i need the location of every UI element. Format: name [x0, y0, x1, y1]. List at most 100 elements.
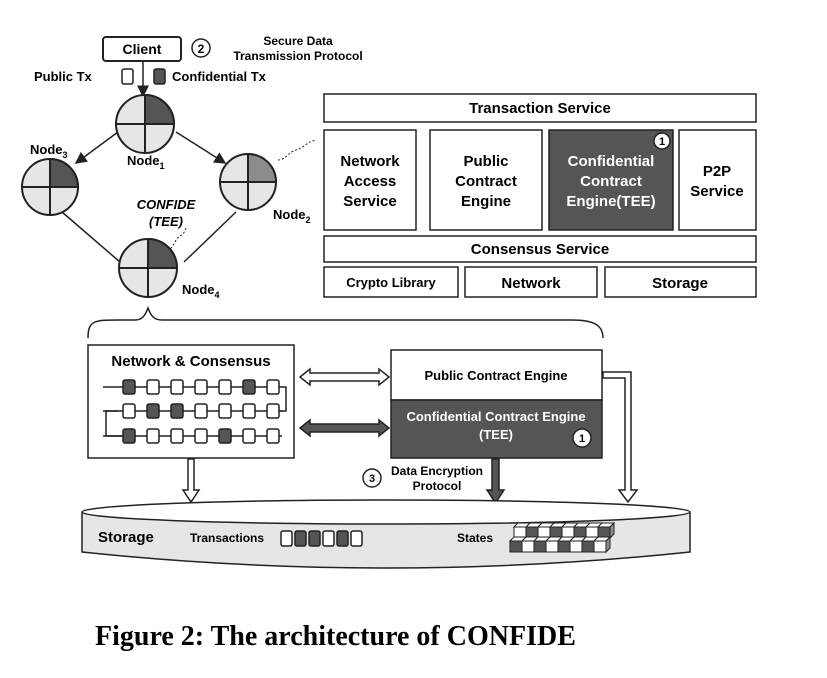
detail-public-engine-box: Public Contract Engine — [390, 349, 603, 401]
node4-label: Node4 — [182, 282, 220, 300]
node2-icon — [219, 152, 278, 211]
state-cube — [593, 540, 607, 553]
marker-two: 2 — [191, 38, 211, 58]
svg-text:Engine: Engine — [461, 193, 511, 210]
chain-block — [242, 379, 256, 395]
figure-caption: Figure 2: The architecture of CONFIDE — [95, 621, 576, 652]
protocol-label-line1: Secure Data — [263, 34, 333, 48]
svg-text:Public Contract Engine: Public Contract Engine — [424, 368, 567, 383]
node2-label: Node2 — [273, 207, 311, 225]
transaction-block — [294, 530, 307, 547]
svg-text:Consensus Service: Consensus Service — [471, 241, 609, 258]
client-box: Client — [102, 36, 182, 62]
svg-text:Contract: Contract — [455, 173, 517, 190]
crypto-library-box: Crypto Library — [323, 266, 459, 298]
svg-text:Service: Service — [690, 183, 743, 200]
transactions-label: Transactions — [190, 531, 264, 545]
node3-icon — [21, 157, 80, 216]
state-cube — [597, 526, 611, 539]
chain-block — [242, 403, 256, 419]
network-box: Network — [464, 266, 598, 298]
marker-one-top: 1 — [653, 132, 671, 150]
svg-text:Service: Service — [343, 193, 396, 210]
chain-block — [218, 403, 232, 419]
state-cube — [545, 540, 559, 553]
public-tx-icon — [121, 68, 134, 85]
chain-block — [266, 379, 280, 395]
svg-text:3: 3 — [369, 473, 375, 485]
svg-text:1: 1 — [659, 136, 665, 148]
chain-block — [146, 379, 160, 395]
client-label: Client — [123, 41, 162, 57]
detail-confidential-engine-box: Confidential Contract Engine (TEE) 1 — [390, 399, 603, 459]
svg-text:Transaction Service: Transaction Service — [469, 100, 611, 117]
svg-text:Confidential: Confidential — [568, 153, 655, 170]
transaction-block — [280, 530, 293, 547]
state-cube — [549, 526, 563, 539]
state-cube — [569, 540, 583, 553]
storage-cylinder: Storage Transactions States — [81, 499, 691, 569]
storage-box: Storage — [604, 266, 757, 298]
node3-label: Node3 — [30, 142, 68, 160]
svg-text:Network: Network — [501, 275, 561, 292]
tee-note-pointer — [169, 227, 187, 251]
svg-text:Storage: Storage — [652, 275, 708, 292]
consensus-service-box: Consensus Service — [323, 235, 757, 263]
chain-block — [122, 379, 136, 395]
data-encryption-line1: Data Encryption — [391, 464, 483, 478]
state-cubes — [508, 521, 616, 554]
tee-note-line2: (TEE) — [149, 214, 183, 229]
public-tx-label: Public Tx — [34, 69, 93, 84]
confidential-engine-link-arrow — [298, 418, 391, 438]
svg-text:Engine(TEE): Engine(TEE) — [566, 193, 655, 210]
state-cube — [573, 526, 587, 539]
chain-block — [194, 428, 208, 444]
confidential-contract-engine-box: Confidential Contract Engine(TEE) 1 — [548, 129, 674, 231]
tee-note-line1: CONFIDE — [137, 197, 196, 212]
svg-text:(TEE): (TEE) — [479, 427, 513, 442]
transaction-block — [308, 530, 321, 547]
chain-block — [170, 403, 184, 419]
transaction-block — [336, 530, 349, 547]
svg-text:2: 2 — [198, 42, 205, 56]
chain-block — [170, 428, 184, 444]
state-cube — [521, 540, 535, 553]
state-cube — [561, 526, 575, 539]
chain-block — [194, 403, 208, 419]
svg-text:Network: Network — [340, 153, 400, 170]
public-engine-link-arrow — [298, 367, 391, 387]
data-encryption-line2: Protocol — [413, 479, 462, 493]
svg-text:P2P: P2P — [703, 163, 731, 180]
chain-block — [170, 379, 184, 395]
svg-text:1: 1 — [579, 433, 585, 445]
state-cube — [513, 526, 527, 539]
protocol-label-line2: Transmission Protocol — [233, 49, 362, 63]
chain-block — [122, 428, 136, 444]
confidential-tx-icon — [153, 68, 166, 85]
public-contract-engine-box: Public Contract Engine — [429, 129, 543, 231]
storage-label: Storage — [98, 529, 154, 546]
public-to-storage-arrow — [602, 371, 639, 504]
state-cube — [557, 540, 571, 553]
node4-icon — [118, 237, 179, 298]
block-chain-graphic — [103, 379, 287, 444]
svg-text:Confidential Contract Engine: Confidential Contract Engine — [406, 409, 585, 424]
svg-text:Contract: Contract — [580, 173, 642, 190]
confidential-to-storage-arrow — [485, 458, 506, 505]
svg-text:Crypto Library: Crypto Library — [346, 275, 436, 290]
node1-label: Node1 — [127, 153, 165, 171]
svg-text:Public: Public — [463, 153, 508, 170]
state-cube — [509, 540, 523, 553]
transaction-service-box: Transaction Service — [323, 93, 757, 123]
chain-block — [266, 428, 280, 444]
consensus-to-storage-arrow — [181, 458, 201, 504]
state-cube — [537, 526, 551, 539]
network-access-service-box: Network Access Service — [323, 129, 417, 231]
state-cube — [533, 540, 547, 553]
chain-block — [194, 379, 208, 395]
node2-detail-pointer — [277, 139, 317, 161]
network-consensus-box: Network & Consensus — [87, 344, 295, 459]
node-connections — [61, 131, 237, 263]
detail-brace — [87, 305, 604, 339]
